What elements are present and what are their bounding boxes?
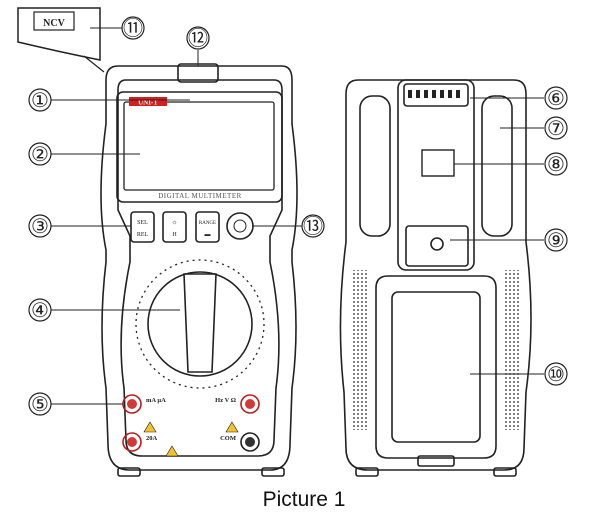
jack-label: 20A — [146, 435, 158, 442]
grip-texture-right — [504, 270, 520, 430]
vent-marks — [408, 90, 460, 98]
grip-texture-left — [352, 270, 368, 430]
ncv-sensor-inner — [233, 219, 247, 233]
warning-icon — [225, 421, 239, 433]
tilt-stand-top — [397, 79, 475, 271]
button-label: ▬ — [205, 232, 211, 238]
ncv-sensor — [226, 212, 254, 240]
callout-numbers: ① ② ③ ④ ⑤ ⑥ ⑦ ⑧ ⑨ ⑩ ⑪ ⑫ ⑬ — [31, 17, 565, 416]
callout-9: ⑨ — [547, 230, 565, 252]
screw-icon — [430, 237, 444, 251]
jack-20a — [122, 432, 142, 452]
probe-holder-right — [481, 95, 513, 237]
callout-10: ⑩ — [547, 364, 565, 386]
front-foot-left — [117, 467, 141, 477]
rotary-dial-knob — [183, 273, 217, 373]
callout-13: ⑬ — [303, 215, 323, 238]
button-label: RANGE — [199, 221, 216, 226]
jack-com — [240, 432, 260, 452]
jack-ma-ua-core — [127, 399, 137, 409]
back-view — [339, 79, 532, 477]
rotary-dial-outer — [135, 259, 265, 389]
sel-rel-button — [130, 211, 155, 243]
button-label: ☼ — [171, 218, 177, 226]
range-button — [195, 211, 220, 243]
ncv-inset — [17, 7, 105, 73]
figure-caption: Picture 1 — [262, 488, 346, 511]
callout-7: ⑦ — [547, 118, 565, 140]
ncv-inset-leader — [83, 55, 105, 73]
jack-v-ohm — [240, 394, 260, 414]
screen-bezel — [116, 91, 283, 203]
button-label: REL — [137, 232, 149, 238]
ncv-inset-window — [33, 11, 75, 31]
callout-3: ③ — [31, 216, 49, 238]
button-label: H — [172, 232, 177, 238]
back-foot-right — [493, 467, 517, 477]
callout-leaders — [51, 27, 544, 405]
callout-2: ② — [31, 144, 49, 166]
backlight-hold-button — [162, 211, 187, 243]
jack-com-core — [245, 437, 255, 447]
callout-8: ⑧ — [547, 154, 565, 176]
jack-v-ohm-core — [245, 399, 255, 409]
screen-label: DIGITAL MULTIMETER — [158, 192, 242, 200]
probe-holder-left — [359, 95, 391, 237]
callout-11: ⑪ — [123, 17, 143, 40]
front-view — [100, 63, 298, 477]
callout-1: ① — [31, 90, 49, 112]
back-foot-left — [355, 467, 379, 477]
callout-12: ⑫ — [188, 27, 208, 50]
back-hanger — [403, 83, 469, 107]
brand-logo: UNI-T — [138, 99, 158, 107]
rotary-dial — [147, 271, 253, 377]
battery-door — [375, 275, 497, 459]
back-outer-body — [339, 79, 532, 471]
callout-circles — [28, 16, 568, 416]
front-inner-body — [117, 79, 283, 457]
bottom-latch — [417, 455, 455, 467]
jack-label: Hz V Ω — [215, 397, 236, 404]
callout-5: ⑤ — [31, 394, 49, 416]
button-label: SEL — [137, 220, 148, 226]
callout-4: ④ — [31, 300, 49, 322]
warning-icon — [165, 445, 179, 457]
warning-icon — [143, 421, 157, 433]
back-window — [421, 149, 455, 177]
lcd-screen — [123, 101, 275, 191]
battery-door-inner — [391, 291, 481, 443]
jack-label: mA µA — [146, 397, 166, 404]
front-foot-right — [261, 467, 285, 477]
front-outer-body — [100, 65, 298, 471]
jack-label: COM — [220, 435, 236, 442]
callout-6: ⑥ — [547, 88, 565, 110]
screw-block — [405, 225, 469, 267]
ncv-inset-outline — [17, 7, 101, 61]
ncv-label: NCV — [43, 18, 65, 29]
brand-logo-box — [129, 97, 167, 106]
jack-20a-core — [127, 437, 137, 447]
